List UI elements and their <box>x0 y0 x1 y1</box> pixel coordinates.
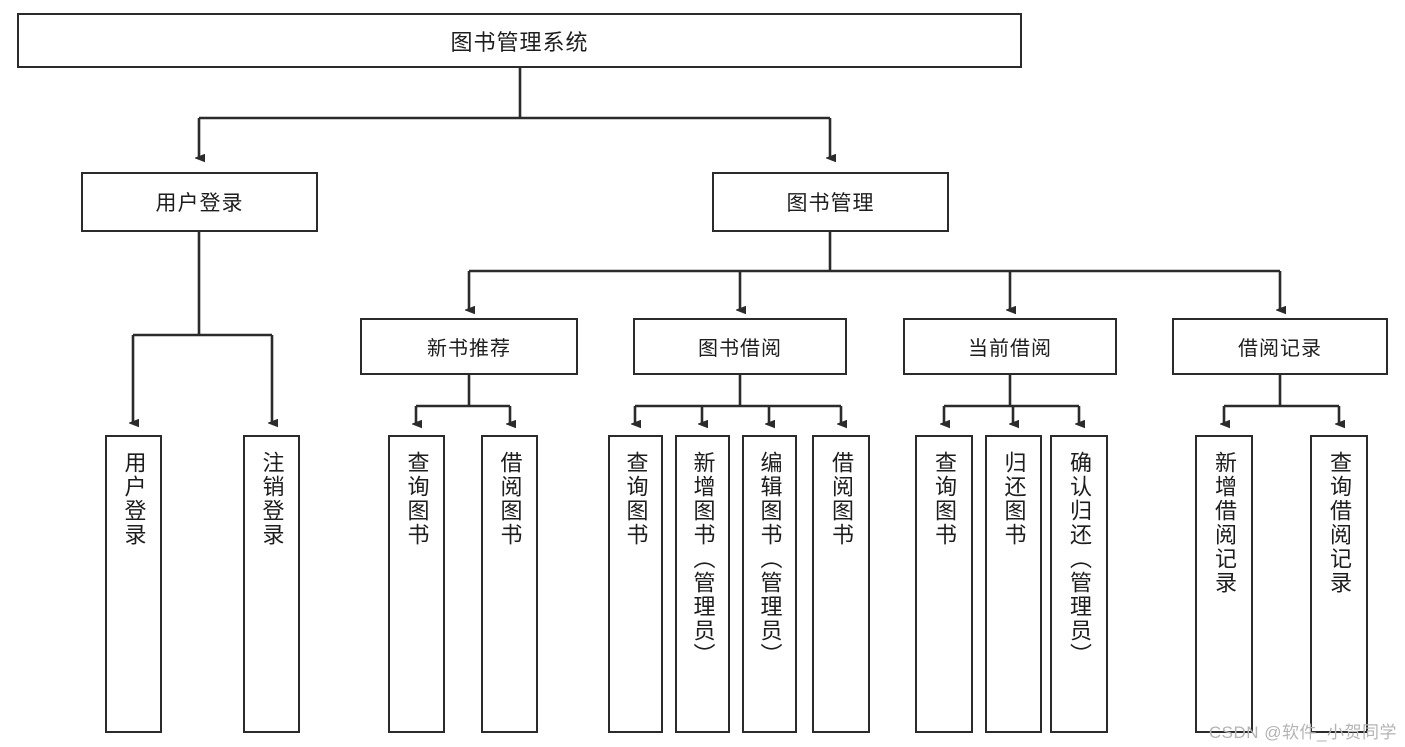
leaf-current-borrow-query[interactable]: 查询图书 <box>915 435 973 733</box>
node-user-login[interactable]: 用户登录 <box>81 172 318 232</box>
leaf-book-borrow-edit[interactable]: 编辑图书（管理员） <box>742 435 797 733</box>
leaf-user-login-login-label: 用户登录 <box>121 451 147 547</box>
leaf-book-borrow-edit-label: 编辑图书（管理员） <box>757 451 783 667</box>
leaf-borrow-record-add[interactable]: 新增借阅记录 <box>1195 435 1253 733</box>
leaf-new-book-query-label: 查询图书 <box>404 451 430 547</box>
leaf-borrow-record-query[interactable]: 查询借阅记录 <box>1310 435 1368 733</box>
node-user-login-label: 用户登录 <box>155 192 244 215</box>
leaf-new-book-borrow[interactable]: 借阅图书 <box>481 435 538 733</box>
leaf-book-borrow-add-label: 新增图书（管理员） <box>690 451 716 667</box>
leaf-book-borrow-borrow-label: 借阅图书 <box>828 451 854 547</box>
leaf-current-borrow-return[interactable]: 归还图书 <box>985 435 1042 733</box>
node-root-system[interactable]: 图书管理系统 <box>17 13 1022 68</box>
leaf-user-login-logout[interactable]: 注销登录 <box>243 435 300 733</box>
leaf-new-book-borrow-label: 借阅图书 <box>497 451 523 547</box>
node-borrow-record[interactable]: 借阅记录 <box>1172 318 1388 375</box>
leaf-current-borrow-confirm-return-label: 确认归还（管理员） <box>1066 451 1092 667</box>
node-root-label: 图书管理系统 <box>450 29 589 55</box>
leaf-current-borrow-query-label: 查询图书 <box>931 451 957 547</box>
node-current-borrow[interactable]: 当前借阅 <box>903 318 1117 375</box>
leaf-book-borrow-borrow[interactable]: 借阅图书 <box>812 435 870 733</box>
leaf-book-borrow-query[interactable]: 查询图书 <box>608 435 663 733</box>
csdn-watermark: CSDN @软件_小贺同学 <box>1208 723 1397 742</box>
leaf-book-borrow-query-label: 查询图书 <box>623 451 649 547</box>
leaf-borrow-record-add-label: 新增借阅记录 <box>1211 451 1237 595</box>
node-new-book-recommend[interactable]: 新书推荐 <box>360 318 578 375</box>
leaf-book-borrow-add[interactable]: 新增图书（管理员） <box>675 435 730 733</box>
node-book-management[interactable]: 图书管理 <box>712 172 949 232</box>
leaf-user-login-logout-label: 注销登录 <box>259 451 285 547</box>
node-book-borrow-label: 图书借阅 <box>698 338 782 360</box>
leaf-new-book-query[interactable]: 查询图书 <box>388 435 445 733</box>
leaf-current-borrow-confirm-return[interactable]: 确认归还（管理员） <box>1050 435 1108 733</box>
node-borrow-record-label: 借阅记录 <box>1238 338 1322 360</box>
node-new-book-recommend-label: 新书推荐 <box>427 338 511 360</box>
leaf-current-borrow-return-label: 归还图书 <box>1001 451 1027 547</box>
leaf-borrow-record-query-label: 查询借阅记录 <box>1326 451 1352 595</box>
node-book-borrow[interactable]: 图书借阅 <box>633 318 847 375</box>
node-book-management-label: 图书管理 <box>786 192 875 215</box>
leaf-user-login-login[interactable]: 用户登录 <box>105 435 162 733</box>
node-current-borrow-label: 当前借阅 <box>968 338 1052 360</box>
